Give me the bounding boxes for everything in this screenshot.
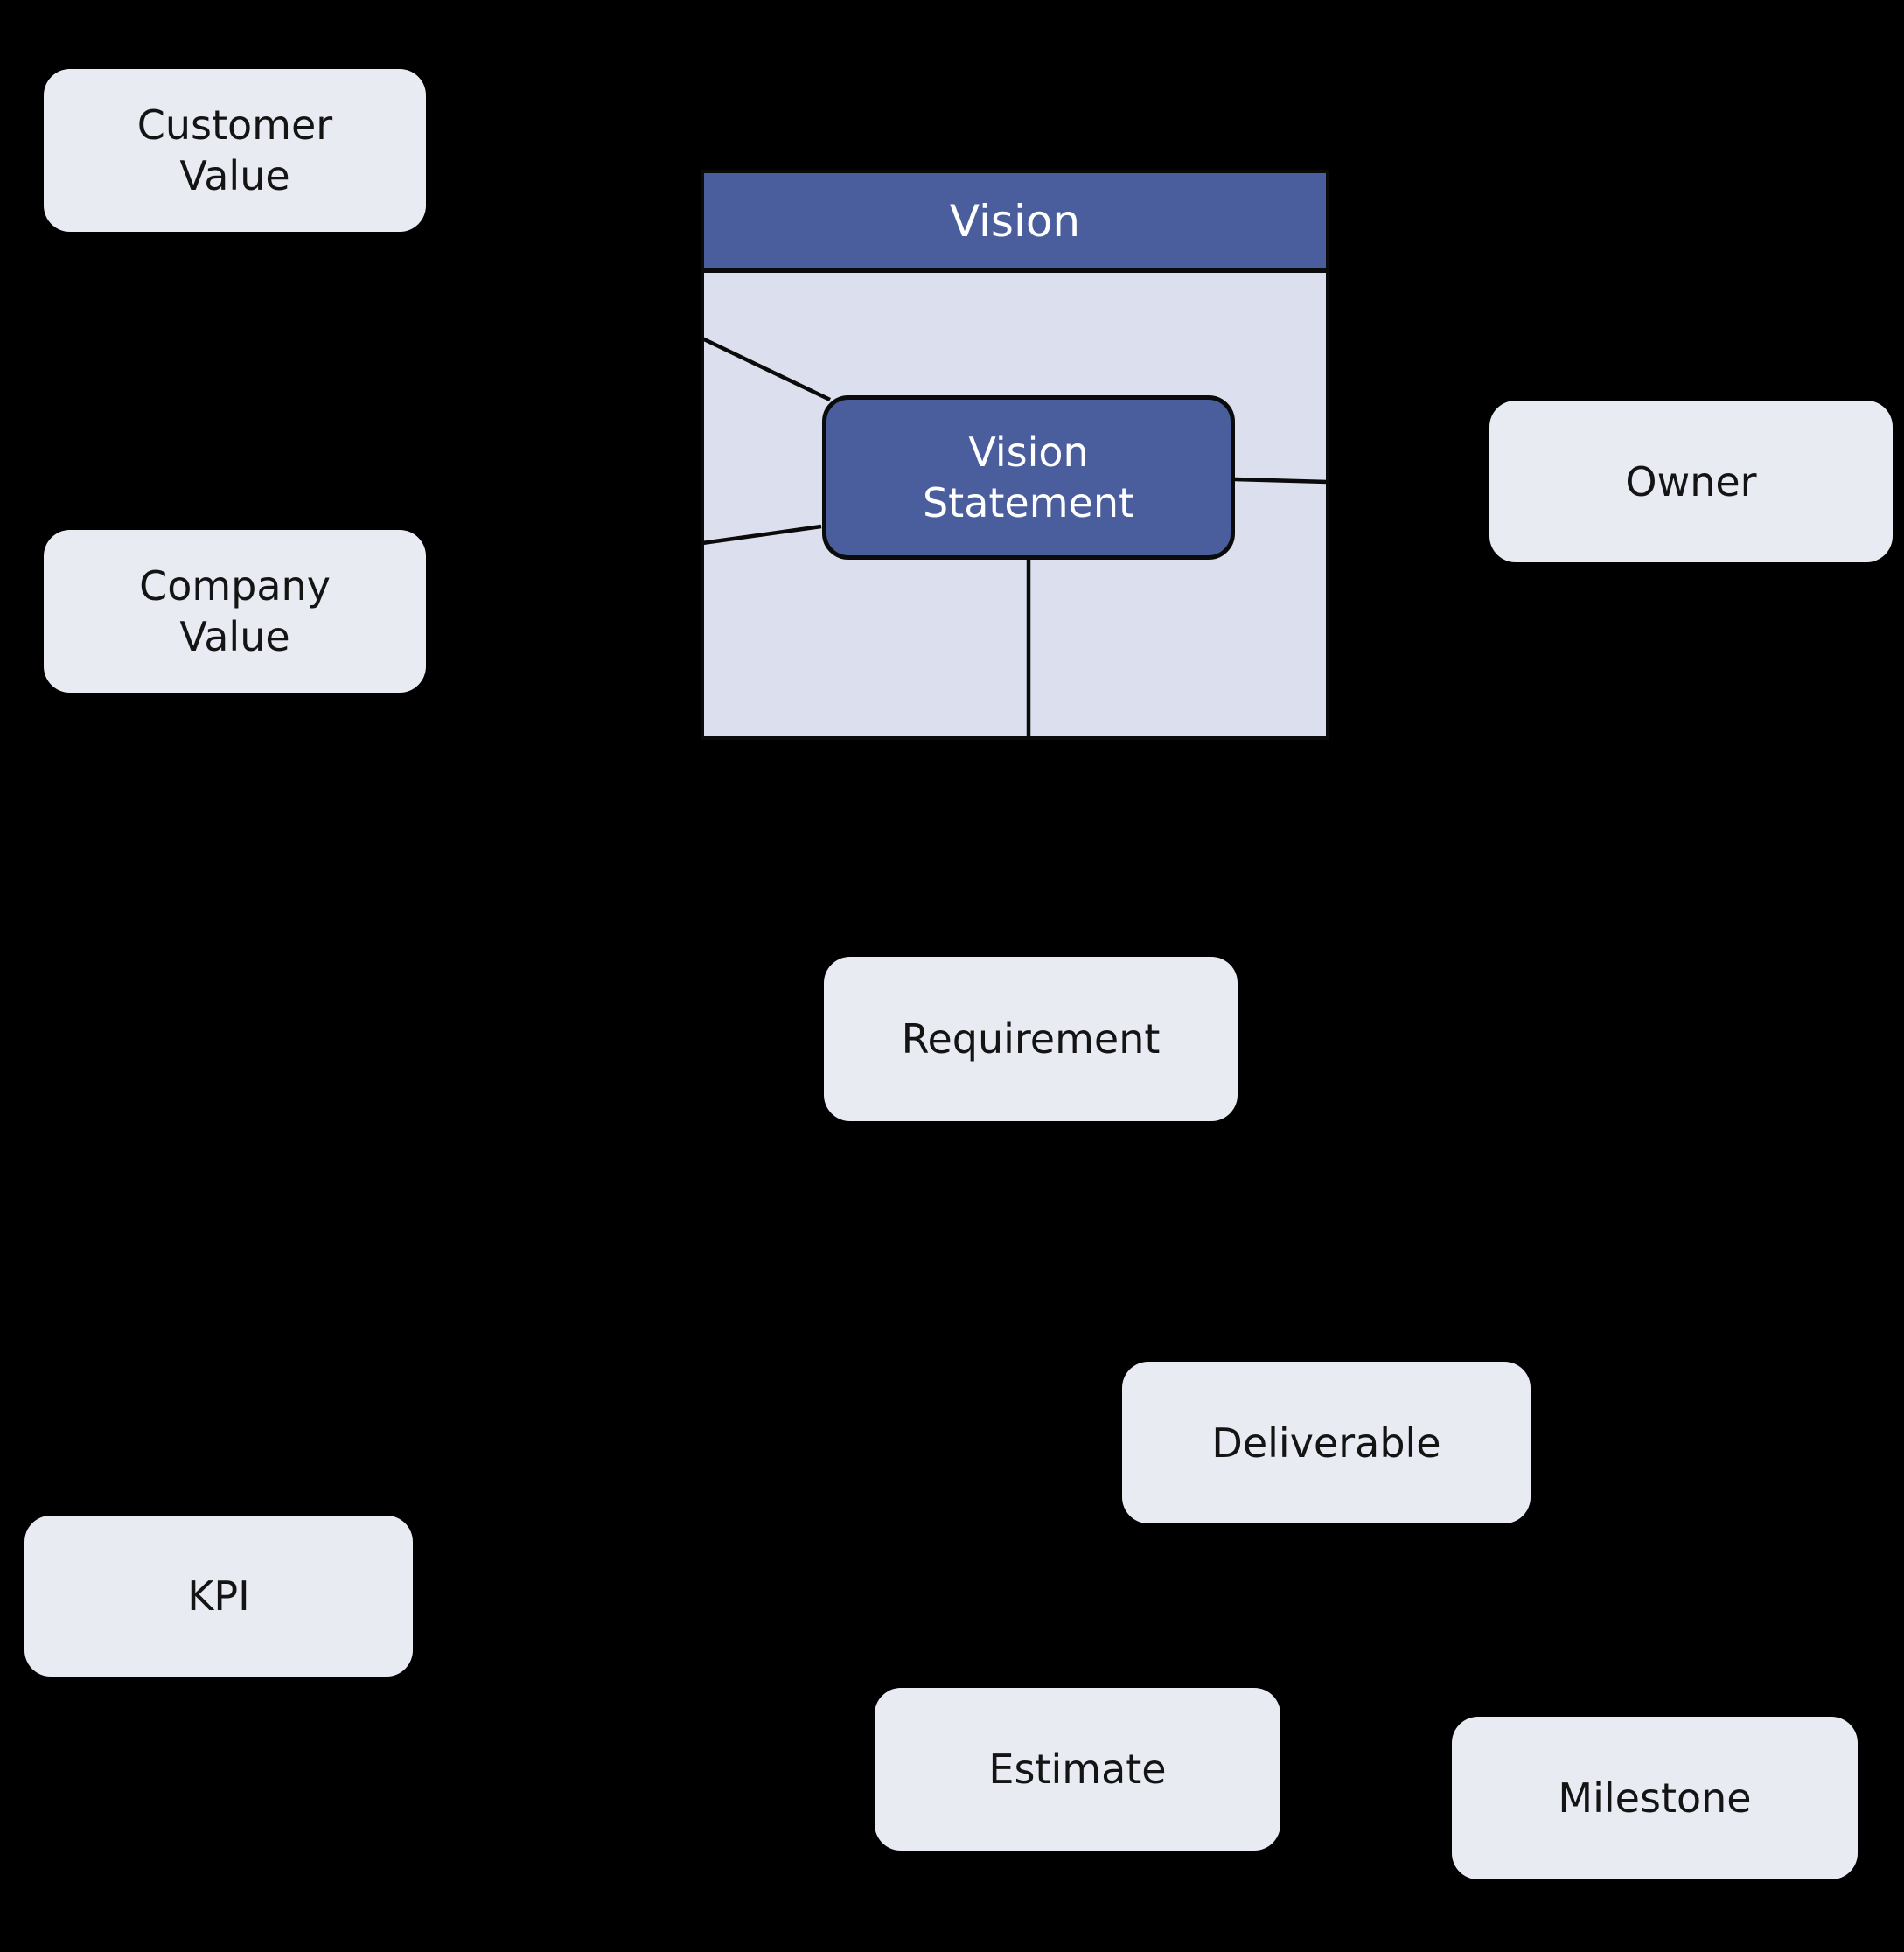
node-deliverable: Deliverable [1122, 1362, 1531, 1523]
node-customer-value: Customer Value [44, 69, 426, 232]
node-company-value: Company Value [44, 530, 426, 693]
vision-container-header: Vision [704, 173, 1326, 273]
node-requirement: Requirement [824, 957, 1238, 1121]
node-kpi: KPI [24, 1516, 413, 1677]
node-milestone: Milestone [1452, 1717, 1858, 1879]
node-vision-statement: Vision Statement [822, 395, 1235, 560]
vision-container-title: Vision [949, 195, 1081, 247]
node-owner: Owner [1489, 401, 1893, 562]
node-estimate: Estimate [875, 1688, 1280, 1851]
